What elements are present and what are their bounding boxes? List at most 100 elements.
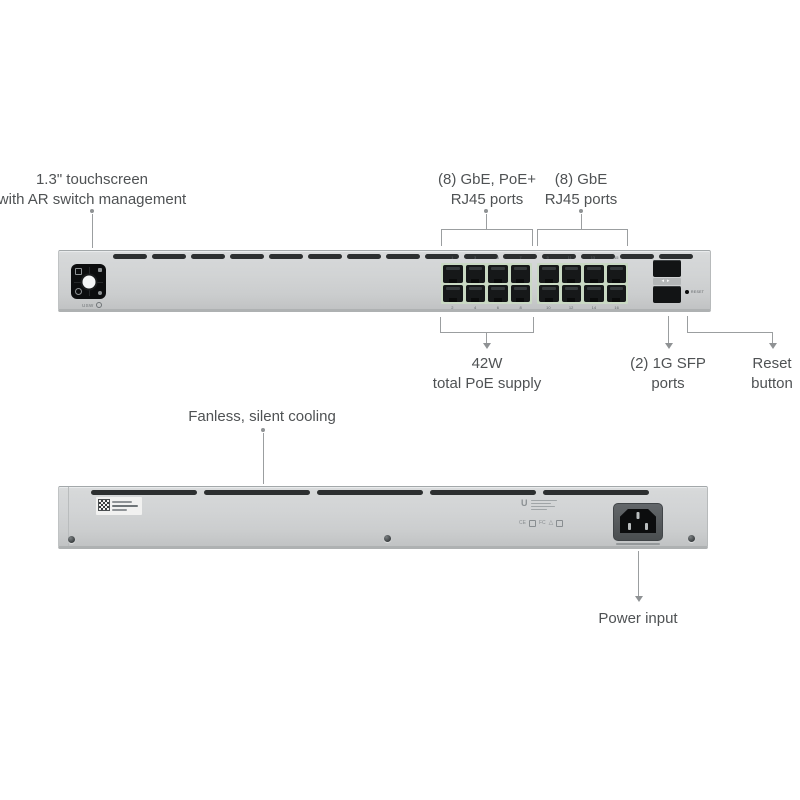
ubiquiti-logo-icon [95,302,102,308]
sfp-latch: ◂▸ [653,278,681,285]
port-number: 9 [546,255,549,260]
leader-dot [90,209,94,213]
weee-bin-icon [556,520,564,527]
leader-arrow [482,343,491,349]
callout-cooling: Fanless, silent cooling [188,408,336,425]
leader-arrow [664,343,673,349]
leader-line-reset-3 [772,332,773,343]
reset-button-label: RESET [691,290,705,294]
rj45-port [539,265,559,283]
callout-touchscreen-line1: 1.3" touchscreen [35,171,149,188]
leader-line-touchscreen [92,214,93,248]
leader-line-gbe [581,214,582,229]
leader-line-sfp [668,316,669,343]
panel-seam [68,487,69,546]
port-number: 14 [591,305,597,310]
screen-status-icon [98,268,102,272]
callout-poe-ports-line2: RJ45 ports [450,191,524,208]
leader-dot [261,428,265,432]
power-rating-text [616,543,660,545]
bracket-poe-supply [440,317,534,333]
screen-stats-icon [75,268,82,275]
model-label-text: USW [82,302,94,308]
port-number: 4 [474,305,477,310]
callout-poe-supply-line1: 42W [471,355,503,372]
qr-code [98,499,110,511]
rj45-port [606,265,626,283]
leader-dot [484,209,488,213]
reset-button: RESET [685,290,704,294]
recycle-icon: △ [548,520,554,526]
callout-sfp-ports-line1: (2) 1G SFP [630,355,706,372]
rj45-port [584,284,604,302]
model-label: USW [82,302,102,308]
callout-gbe-ports: (8) GbE RJ45 ports [545,170,618,210]
leader-line-reset-1 [687,316,688,333]
port-number: 1 [451,255,454,260]
bracket-gbe-ports [537,229,628,246]
port-number: 3 [474,255,477,260]
power-inlet-c14 [613,503,663,541]
port-number: 10 [546,305,551,310]
switch-back-view: U CE FC △ [58,486,708,549]
rj45-port [584,265,604,283]
callout-power-input: Power input [598,610,678,627]
ce-mark: CE [519,520,526,526]
callout-touchscreen: 1.3" touchscreen with AR switch manageme… [0,170,186,210]
ubiquiti-logo: U [521,498,528,508]
port-number: 8 [519,305,522,310]
callout-poe-ports-line1: (8) GbE, PoE+ [438,171,536,188]
gbe-port-group [537,263,628,304]
back-vent-slots [91,490,656,495]
callout-gbe-ports-line2: RJ45 ports [544,191,618,208]
callout-gbe-ports-line1: (8) GbE [554,171,608,188]
port-number: 13 [590,255,596,260]
sfp-port-1 [653,260,681,277]
leader-line-poe [486,214,487,229]
leader-arrow [634,596,643,602]
front-vent-slots [113,254,698,259]
line-pin [628,523,631,530]
callout-poe-supply: 42W total PoE supply [433,354,541,394]
screen-network-icon [75,288,82,295]
rj45-port [443,265,463,283]
rj45-port [443,284,463,302]
rj45-port [510,265,530,283]
leader-line-poe-supply [486,332,487,343]
poe-port-group [441,263,532,304]
rj45-port [465,284,485,302]
port-number: 6 [496,305,499,310]
rj45-port [510,284,530,302]
earth-pin [636,512,640,519]
reset-button-dot [685,290,689,294]
port-number: 12 [568,305,574,310]
callout-reset-line2: button [751,375,793,392]
port-number: 11 [567,255,572,260]
screw [68,536,75,543]
rj45-port [488,265,508,283]
serial-label [96,497,142,515]
bracket-poe-ports [441,229,533,246]
callout-touchscreen-line2: with AR switch management [0,191,187,208]
rj45-port [488,284,508,302]
regulatory-marks: CE FC △ [519,520,564,527]
leader-dot [579,209,583,213]
rj45-port [561,265,581,283]
leader-line-cooling [263,433,264,484]
screen-center-button [82,275,95,288]
screw [384,535,391,542]
sfp-port-2 [653,286,681,303]
leader-arrow [768,343,777,349]
callout-poe-supply-line2: total PoE supply [432,375,542,392]
touchscreen-display [71,264,106,299]
manufacturer-block: U [521,499,557,510]
manufacturer-text-lines [530,499,557,510]
rj45-port [606,284,626,302]
kc-mark-icon [528,520,536,527]
leader-line-power [638,551,639,596]
port-number: 7 [519,255,522,260]
